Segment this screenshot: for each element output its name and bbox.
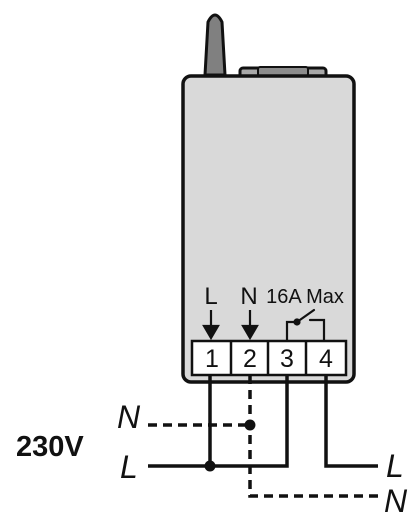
relay-contact-icon [285, 308, 326, 342]
terminal-1: 1 [205, 345, 219, 373]
wire-neutral-drop [248, 375, 378, 498]
wire-live-to-relay [210, 375, 289, 468]
terminal-label-neutral: N [240, 283, 257, 310]
terminal-2: 2 [243, 345, 257, 373]
relay-rating-label: 16A Max [266, 286, 344, 308]
device-housing [181, 74, 356, 384]
junction-neutral [244, 419, 256, 431]
wire-load-live [324, 375, 378, 468]
terminal-label-live: L [204, 283, 217, 310]
supply-neutral-label: N [117, 399, 141, 435]
terminal-3: 3 [280, 345, 294, 373]
junction-live [204, 460, 216, 472]
arrow-icon [241, 310, 259, 341]
arrow-icon [202, 310, 220, 341]
load-live-label: L [386, 448, 404, 484]
wire-supply-live [148, 375, 212, 468]
antenna [203, 13, 227, 77]
supply-voltage-label: 230V [16, 431, 84, 463]
load-neutral-label: N [384, 483, 408, 519]
terminal-4: 4 [319, 345, 333, 373]
supply-live-label: L [120, 449, 138, 485]
